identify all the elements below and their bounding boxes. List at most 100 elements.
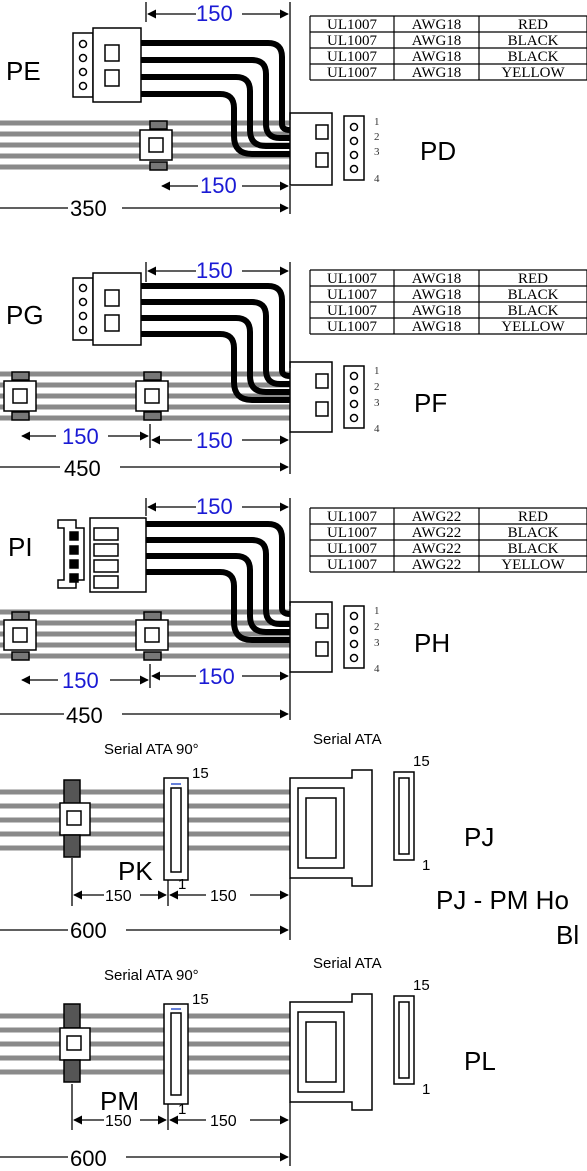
section-pm-pl: Serial ATA 90° Serial ATA 15 15 1 1 PM P… bbox=[0, 955, 496, 1171]
black-wires bbox=[146, 521, 291, 643]
dim-inner: 150 bbox=[200, 173, 237, 198]
table-cell: AWG22 bbox=[412, 509, 462, 525]
table-cell: AWG18 bbox=[412, 17, 462, 33]
table-cell: AWG18 bbox=[412, 287, 462, 303]
sata-connector bbox=[289, 993, 415, 1111]
dimension-lines bbox=[0, 1084, 291, 1166]
table-cell: UL1007 bbox=[327, 541, 377, 557]
note-line-1: PJ - PM Ho bbox=[436, 885, 569, 915]
wire-clip bbox=[3, 371, 37, 421]
section-pi-ph: 1 2 3 4 PI PH 150 150 150 450 bbox=[0, 494, 450, 728]
dim-total: 600 bbox=[70, 918, 107, 943]
label-serial-ata: Serial ATA bbox=[313, 731, 382, 748]
pin-label: 3 bbox=[374, 146, 380, 158]
table-cell: YELLOW bbox=[501, 319, 565, 335]
table-cell: UL1007 bbox=[327, 17, 377, 33]
table-cell: UL1007 bbox=[327, 65, 377, 81]
table-cell: AWG18 bbox=[412, 319, 462, 335]
pin-label: 1 bbox=[374, 605, 380, 617]
table-cell: UL1007 bbox=[327, 319, 377, 335]
sata-connector bbox=[289, 769, 415, 887]
pin-label: 15 bbox=[413, 753, 430, 770]
pin-label: 4 bbox=[374, 423, 380, 435]
table-cell: UL1007 bbox=[327, 271, 377, 287]
pin-label: 15 bbox=[413, 977, 430, 994]
pin-label: 1 bbox=[374, 116, 380, 128]
dimension-lines bbox=[0, 262, 291, 474]
pg-connector bbox=[72, 272, 142, 346]
table-cell: RED bbox=[518, 271, 548, 287]
connector-label-pk: PK bbox=[118, 856, 153, 886]
table-cell: UL1007 bbox=[327, 49, 377, 65]
pe-connector bbox=[72, 27, 142, 103]
table-cell: BLACK bbox=[508, 303, 559, 319]
table-cell: BLACK bbox=[508, 287, 559, 303]
ph-connector bbox=[289, 601, 365, 673]
wire-clip bbox=[135, 371, 169, 421]
label-serial-ata-90: Serial ATA 90° bbox=[104, 967, 199, 984]
pin-label: 2 bbox=[374, 621, 380, 633]
dimension-lines bbox=[0, 498, 291, 720]
dim-top: 150 bbox=[196, 1, 233, 26]
dim-top: 150 bbox=[196, 494, 233, 519]
pin-label: 15 bbox=[192, 991, 209, 1008]
note-line-2: Bl bbox=[556, 920, 579, 950]
section-pe-pd: 1 2 3 4 PE PD 150 150 350 bbox=[0, 1, 456, 221]
pin-label: 1 bbox=[422, 857, 430, 874]
wire-clip bbox=[135, 611, 169, 661]
pin-label: 4 bbox=[374, 173, 380, 185]
connector-label-pg: PG bbox=[6, 300, 44, 330]
table-cell: UL1007 bbox=[327, 525, 377, 541]
pin-label: 15 bbox=[192, 765, 209, 782]
pin-label: 1 bbox=[374, 365, 380, 377]
pin-label: 2 bbox=[374, 131, 380, 143]
wire-clip bbox=[59, 779, 91, 858]
pin-label: 2 bbox=[374, 381, 380, 393]
pin-label: 3 bbox=[374, 397, 380, 409]
section-pk-pj: Serial ATA 90° Serial ATA 15 15 1 1 PK P… bbox=[0, 731, 579, 950]
section-pg-pf: 1 2 3 4 PG PF 150 150 150 450 bbox=[0, 258, 447, 481]
pd-connector bbox=[289, 112, 365, 186]
table-cell: AWG18 bbox=[412, 65, 462, 81]
dim-a: 150 bbox=[105, 1113, 132, 1130]
wire-clip bbox=[3, 611, 37, 661]
table-cell: BLACK bbox=[508, 33, 559, 49]
table-cell: BLACK bbox=[508, 541, 559, 557]
connector-label-ph: PH bbox=[414, 628, 450, 658]
dimension-lines bbox=[0, 858, 291, 940]
pin-label: 4 bbox=[374, 663, 380, 675]
table-cell: AWG22 bbox=[412, 557, 462, 573]
dim-inner: 150 bbox=[198, 664, 235, 689]
table-cell: BLACK bbox=[508, 49, 559, 65]
table-cell: UL1007 bbox=[327, 557, 377, 573]
table-cell: BLACK bbox=[508, 525, 559, 541]
table-cell: UL1007 bbox=[327, 509, 377, 525]
table-cell: YELLOW bbox=[501, 65, 565, 81]
table-cell: YELLOW bbox=[501, 557, 565, 573]
connector-label-pi: PI bbox=[8, 532, 33, 562]
table-cell: RED bbox=[518, 17, 548, 33]
pin-label: 1 bbox=[178, 1101, 186, 1118]
dim-total: 350 bbox=[70, 196, 107, 221]
label-serial-ata: Serial ATA bbox=[313, 955, 382, 972]
connector-label-pd: PD bbox=[420, 136, 456, 166]
table-cell: AWG22 bbox=[412, 541, 462, 557]
pf-connector bbox=[289, 361, 365, 433]
pi-connector bbox=[57, 517, 147, 593]
dim-total: 450 bbox=[64, 456, 101, 481]
dim-top: 150 bbox=[196, 258, 233, 283]
dimension-lines bbox=[0, 2, 291, 214]
dim-b: 150 bbox=[210, 1113, 237, 1130]
label-serial-ata-90: Serial ATA 90° bbox=[104, 741, 199, 758]
sata-90-connector bbox=[163, 777, 189, 881]
table-cell: UL1007 bbox=[327, 303, 377, 319]
connector-label-pe: PE bbox=[6, 56, 41, 86]
table-cell: AWG18 bbox=[412, 271, 462, 287]
dim-left: 150 bbox=[62, 668, 99, 693]
table-cell: UL1007 bbox=[327, 287, 377, 303]
wire-clip bbox=[59, 1003, 91, 1083]
connector-label-pm: PM bbox=[100, 1086, 139, 1116]
